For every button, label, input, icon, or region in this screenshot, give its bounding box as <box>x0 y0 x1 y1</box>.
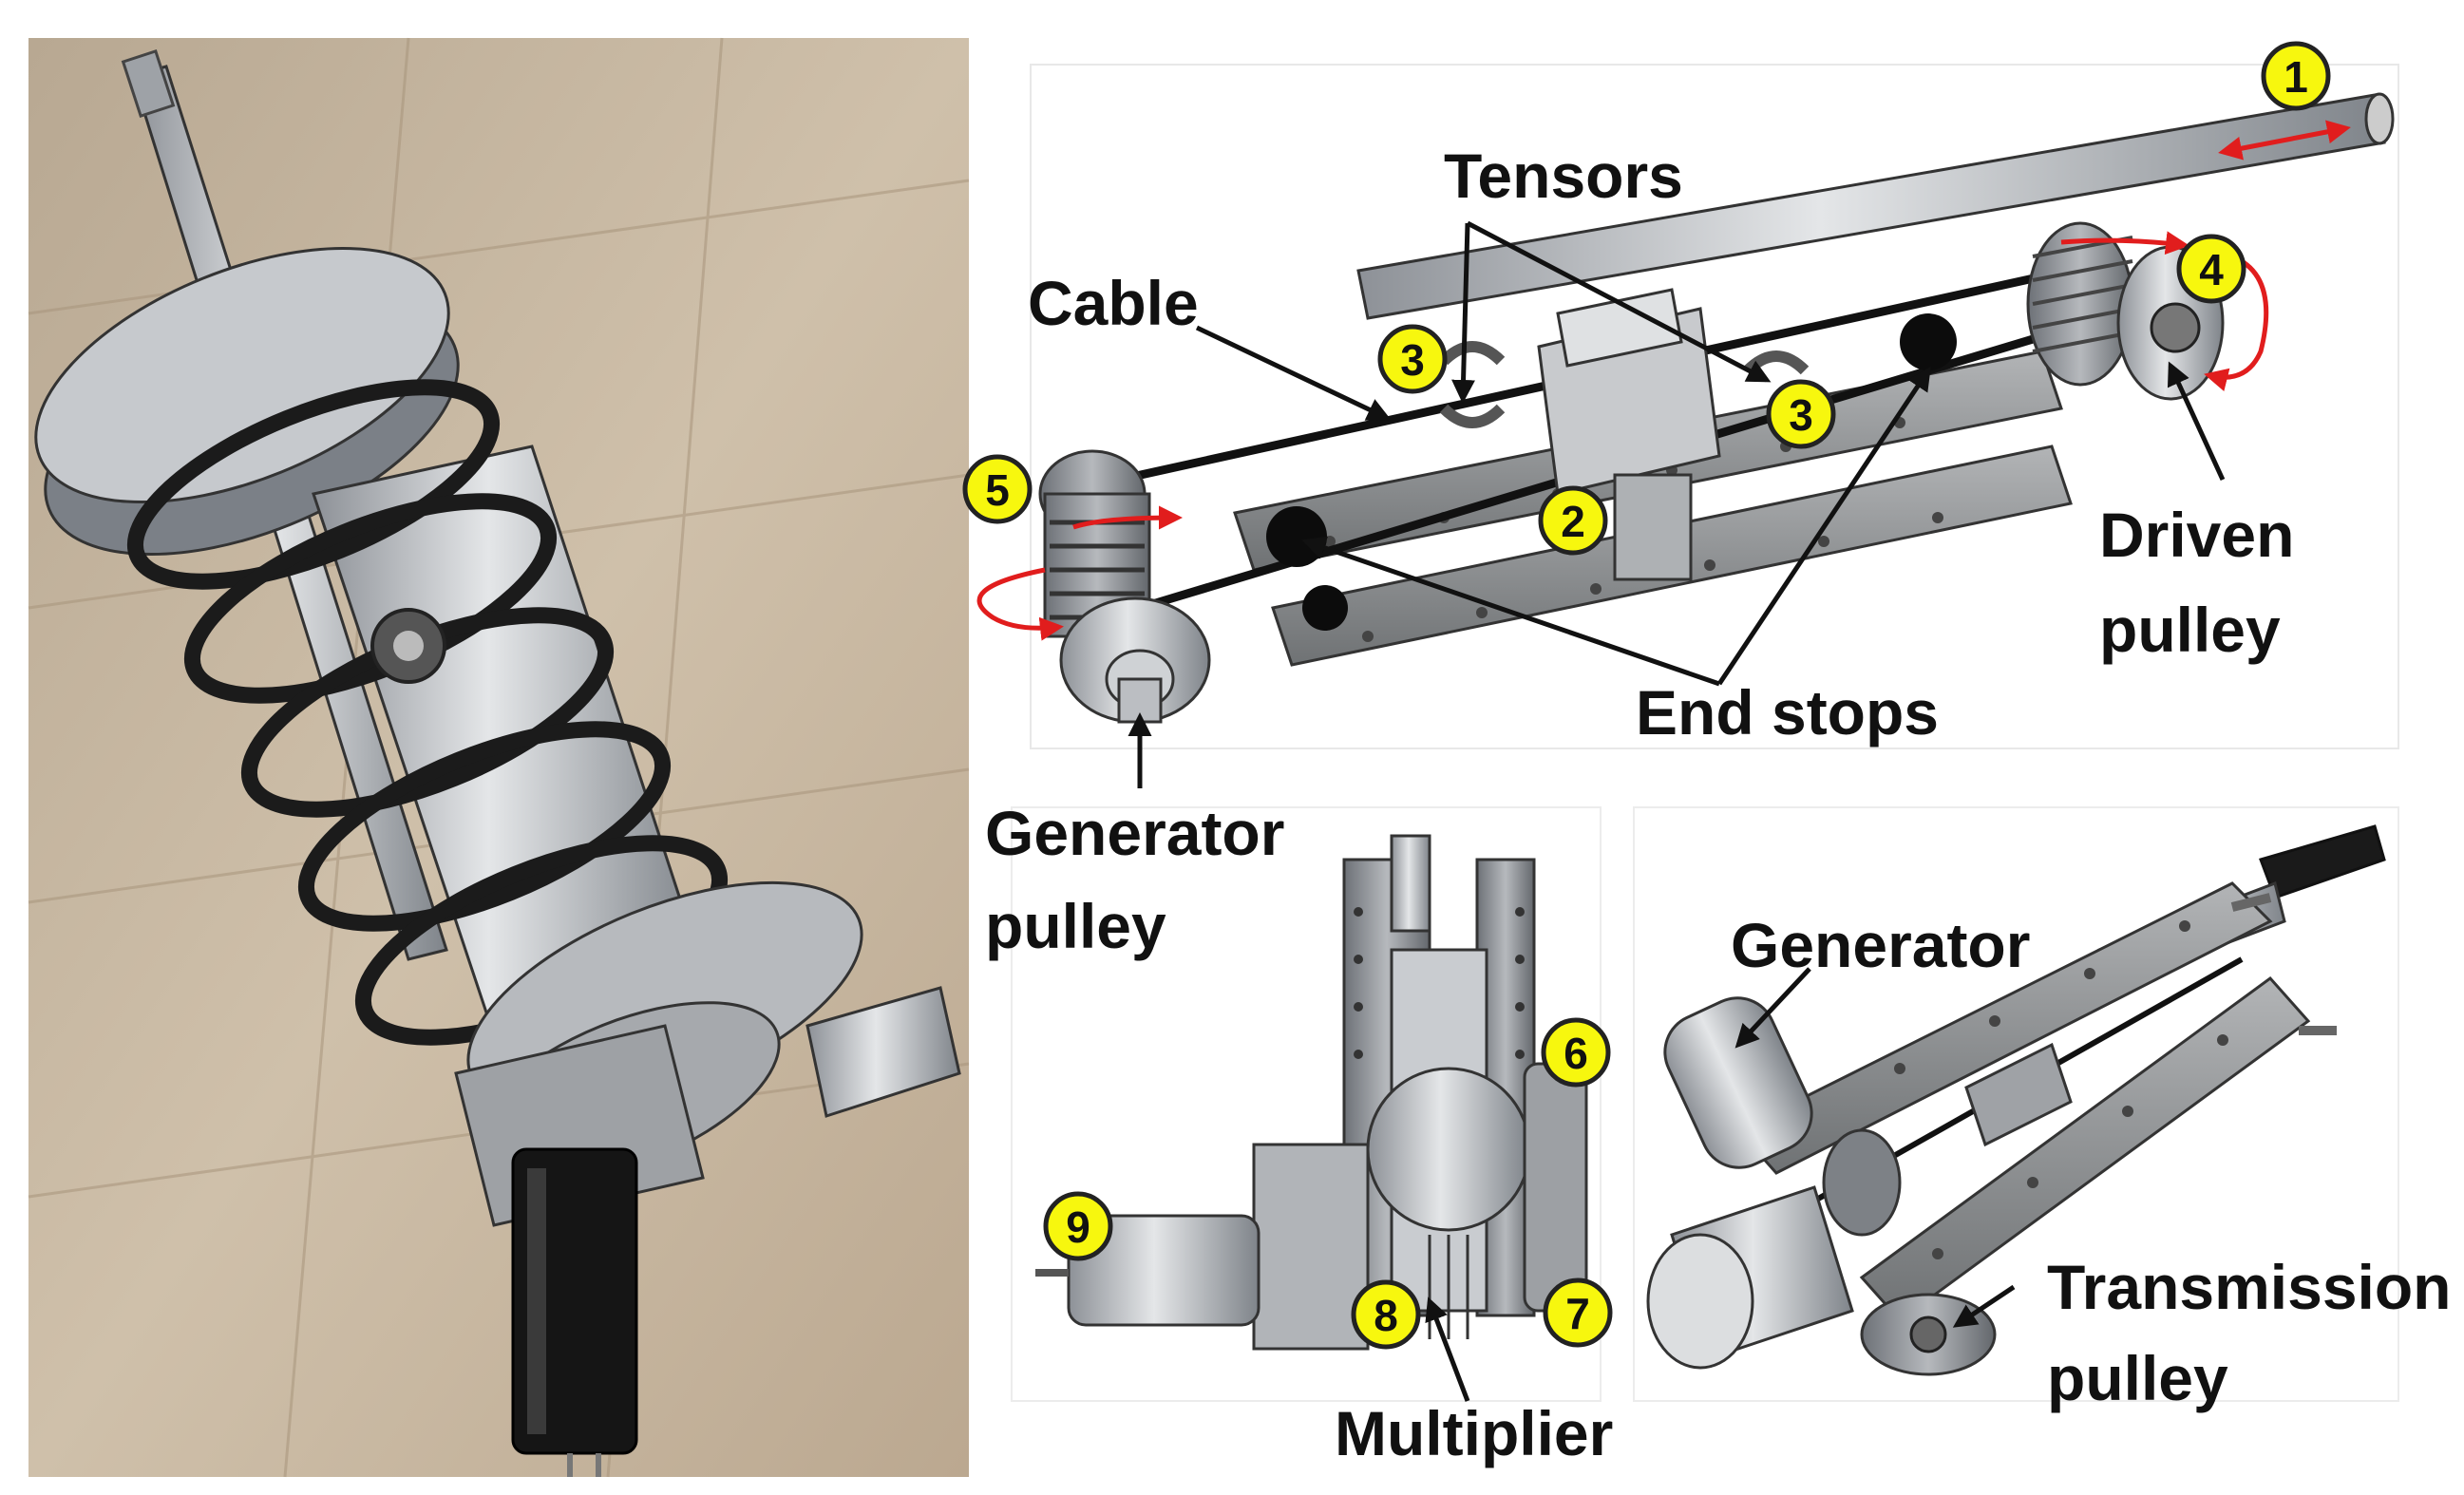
svg-text:7: 7 <box>1565 1289 1590 1338</box>
badge-3-left: 3 <box>1377 324 1448 394</box>
svg-text:8: 8 <box>1374 1291 1398 1340</box>
generator-transmission-cad <box>1633 806 2399 1402</box>
badge-5: 5 <box>962 454 1033 524</box>
label-cable: Cable <box>1028 268 1199 338</box>
svg-text:4: 4 <box>2199 245 2224 294</box>
svg-text:5: 5 <box>985 465 1010 515</box>
label-transmission-pulley-line1: Transmission <box>2047 1252 2452 1322</box>
label-multiplier: Multiplier <box>1335 1398 1613 1468</box>
label-generator-pulley-line2: pulley <box>985 891 1166 961</box>
label-driven-pulley-line1: Driven <box>2099 500 2294 570</box>
svg-text:1: 1 <box>2284 52 2308 102</box>
svg-text:9: 9 <box>1066 1202 1090 1252</box>
svg-text:6: 6 <box>1564 1029 1588 1078</box>
badge-4: 4 <box>2176 234 2246 304</box>
multiplier-cad <box>1011 806 1602 1402</box>
badge-7: 7 <box>1543 1277 1613 1348</box>
badge-2: 2 <box>1538 485 1608 556</box>
label-end-stops: End stops <box>1636 677 1939 748</box>
label-generator-pulley-line1: Generator <box>985 798 1284 868</box>
badge-9: 9 <box>1043 1191 1113 1261</box>
badge-1: 1 <box>2261 41 2331 111</box>
svg-text:2: 2 <box>1561 497 1585 546</box>
label-generator: Generator <box>1731 910 2030 980</box>
label-driven-pulley-line2: pulley <box>2099 595 2281 665</box>
leader-lines <box>1128 220 2226 1402</box>
badge-6: 6 <box>1541 1017 1611 1088</box>
badge-8: 8 <box>1351 1279 1421 1350</box>
svg-text:3: 3 <box>1400 335 1425 385</box>
badge-3-right: 3 <box>1766 379 1836 449</box>
cable-drive-cad <box>976 64 2399 749</box>
label-transmission-pulley-line2: pulley <box>2047 1343 2228 1413</box>
prototype-photo <box>28 37 970 1478</box>
label-tensors: Tensors <box>1444 141 1683 211</box>
svg-text:3: 3 <box>1789 390 1813 440</box>
